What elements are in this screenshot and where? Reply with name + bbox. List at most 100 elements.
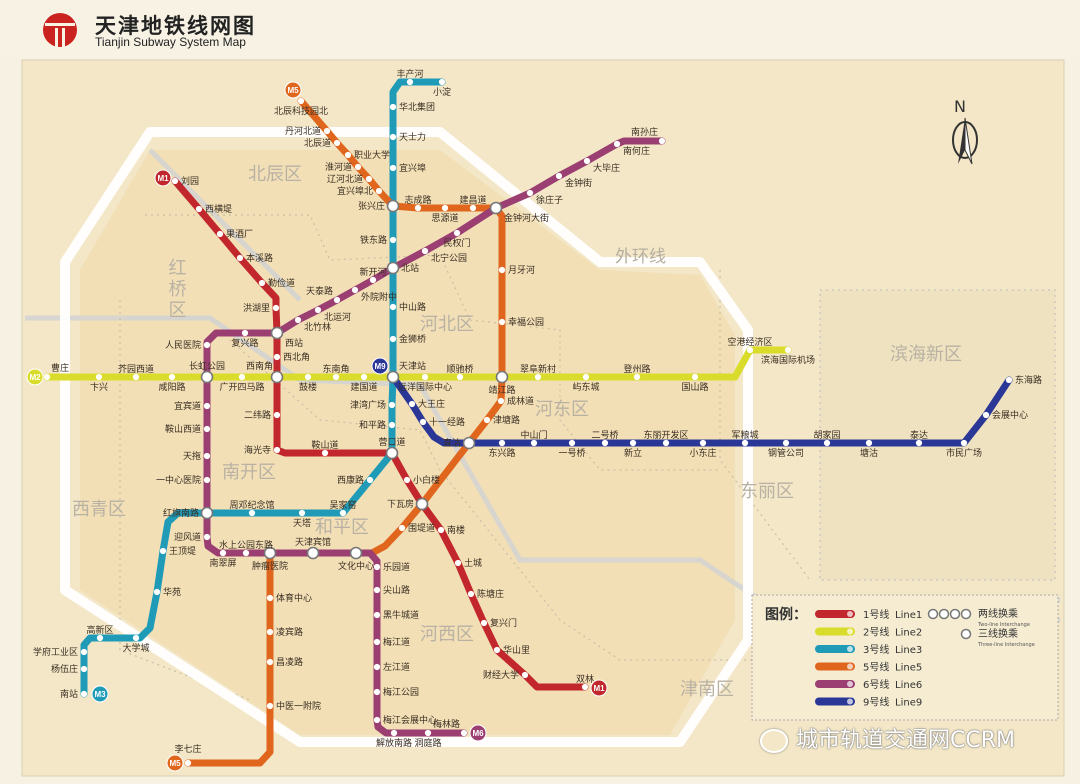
station-marker[interactable] [441,204,449,212]
station-marker[interactable] [373,611,381,619]
station-marker[interactable] [483,416,491,424]
station-marker[interactable] [168,373,176,381]
station-label[interactable]: 二号桥 [591,429,618,441]
station-label[interactable]: 顺驰桥 [446,363,473,375]
station-label[interactable]: 文化中心 [338,560,374,572]
station-marker[interactable] [366,476,374,484]
station-label[interactable]: 鞍山西道 [165,423,201,435]
station-label[interactable]: 昌凌路 [276,656,303,668]
station-label[interactable]: 宜宾道 [174,400,201,412]
station-marker[interactable] [629,439,637,447]
station-marker[interactable] [132,634,140,642]
station-label[interactable]: 职业大学 [354,149,390,161]
station-label[interactable]: 高新区 [86,624,113,636]
line-badge-m5[interactable] [166,754,184,772]
station-marker[interactable] [266,702,274,710]
station-marker[interactable] [388,421,396,429]
station-label[interactable]: 一中心医院 [156,474,201,486]
station-marker[interactable] [456,373,464,381]
interchange-station-marker[interactable] [200,370,214,384]
station-marker[interactable] [741,439,749,447]
station-label[interactable]: 二纬路 [244,409,271,421]
station-marker[interactable] [203,402,211,410]
station-marker[interactable] [421,373,429,381]
station-marker[interactable] [266,594,274,602]
station-label[interactable]: 铁东路 [360,234,387,246]
station-marker[interactable] [369,276,377,284]
station-label[interactable]: 中山门 [520,429,547,441]
line-m3-path[interactable] [80,78,446,698]
station-label[interactable]: 尖山路 [383,584,410,596]
line-badge-m1[interactable] [154,169,172,187]
station-marker[interactable] [498,318,506,326]
station-marker[interactable] [219,549,227,557]
station-label[interactable]: 大学城 [122,642,149,654]
station-label[interactable]: 屿东城 [572,381,599,393]
station-marker[interactable] [375,187,383,195]
station-marker[interactable] [497,397,505,405]
station-marker[interactable] [236,254,244,262]
station-marker[interactable] [784,346,792,354]
station-marker[interactable] [298,509,306,517]
station-label[interactable]: 幸福公园 [508,316,544,328]
station-label[interactable]: 本溪路 [246,252,273,264]
station-label[interactable]: 成林道 [507,395,534,407]
station-marker[interactable] [323,127,331,135]
station-label[interactable]: 思源道 [431,212,458,224]
station-label[interactable]: 双林 [576,673,594,685]
station-label[interactable]: 杨伍庄 [51,663,78,675]
station-label[interactable]: 吴家窑 [329,499,356,511]
station-label[interactable]: 学府工业区 [33,646,78,658]
station-marker[interactable] [373,586,381,594]
station-marker[interactable] [216,230,224,238]
station-marker[interactable] [365,175,373,183]
station-label[interactable]: 华苑 [163,586,181,598]
station-label[interactable]: 华山里 [503,644,530,656]
station-marker[interactable] [555,172,563,180]
station-label[interactable]: 曹庄 [51,362,69,374]
station-label[interactable]: 淮河道 [325,161,352,173]
station-label[interactable]: 民权门 [443,237,470,249]
station-label[interactable]: 泰达 [910,429,928,441]
interchange-station-marker[interactable] [200,506,214,520]
station-marker[interactable] [360,373,368,381]
station-label[interactable]: 北运河 [324,311,351,323]
station-label[interactable]: 辽河北道 [327,173,363,185]
interchange-station-marker[interactable] [385,446,399,460]
station-label[interactable]: 人民医院 [165,339,201,351]
station-marker[interactable] [408,400,416,408]
interchange-station-marker[interactable] [270,326,284,340]
station-label[interactable]: 长虹公园 [189,360,225,372]
station-marker[interactable] [43,373,51,381]
station-label[interactable]: 复兴路 [231,337,258,349]
station-label[interactable]: 建国道 [350,381,377,393]
station-marker[interactable] [421,247,429,255]
station-marker[interactable] [782,439,790,447]
station-label[interactable]: 左江道 [383,661,410,673]
station-label[interactable]: 天津宾馆 [295,536,331,548]
station-marker[interactable] [530,439,538,447]
station-marker[interactable] [248,509,256,517]
station-label[interactable]: 围堤道 [408,522,435,534]
station-marker[interactable] [581,683,589,691]
station-label[interactable]: 钢管公司 [768,447,804,459]
station-label[interactable]: 乐园道 [383,561,410,573]
station-marker[interactable] [373,563,381,571]
station-marker[interactable] [203,452,211,460]
station-marker[interactable] [159,547,167,555]
station-label[interactable]: 水上公园东路 [219,539,273,551]
line-badge-m1[interactable] [590,679,608,697]
line-badge-m3[interactable] [91,685,109,703]
station-label[interactable]: 复兴门 [490,617,517,629]
station-label[interactable]: 西站 [285,337,303,349]
station-marker[interactable] [583,157,591,165]
station-label[interactable]: 小白楼 [413,474,440,486]
interchange-station-marker[interactable] [386,261,400,275]
station-label[interactable]: 东海路 [1015,374,1042,386]
station-label[interactable]: 天泰路 [306,285,333,297]
station-label[interactable]: 志成路 [404,194,431,206]
station-marker[interactable] [438,78,446,86]
station-label[interactable]: 华北集团 [399,101,435,113]
station-label[interactable]: 直沽 [443,437,461,449]
interchange-station-marker[interactable] [263,546,277,560]
